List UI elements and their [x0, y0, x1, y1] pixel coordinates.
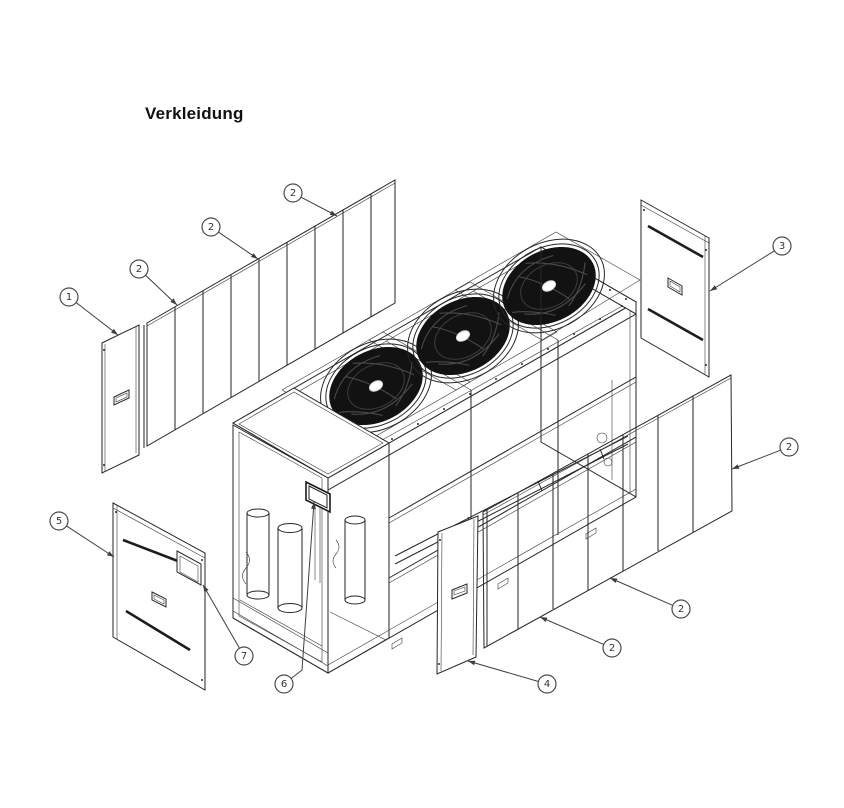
leader-line: [290, 501, 315, 679]
grille-division-lines: [174, 194, 372, 430]
right-end-door-panel: [640, 199, 710, 378]
callout-2: 2: [283, 183, 338, 217]
door-handle: [151, 591, 167, 608]
callout-2: 2: [609, 577, 691, 619]
leader-arrowhead: [203, 585, 209, 593]
leader-line: [145, 274, 178, 306]
callout-balloon: [537, 674, 557, 694]
callout-number: 6: [281, 679, 287, 690]
front-grille-panel: [482, 374, 733, 649]
rear-door-panel: [101, 324, 140, 474]
callout-number: 2: [609, 643, 615, 654]
callout-balloon: [129, 259, 149, 279]
compressor: [246, 508, 270, 600]
compressor: [277, 523, 303, 613]
callout-number: 1: [66, 292, 72, 303]
rear-grille-panel: [143, 179, 396, 448]
callout-number: 2: [678, 604, 684, 615]
pipe: [394, 435, 629, 565]
door-handle: [667, 277, 683, 296]
display-window: [176, 550, 202, 586]
callout-number: 2: [136, 264, 142, 275]
callout-balloon: [234, 646, 254, 666]
callout-1: 1: [59, 287, 119, 336]
grille-division-lines: [517, 396, 694, 629]
callout-balloon: [602, 638, 622, 658]
callout-2: 2: [201, 217, 259, 260]
compressor-enclosure: [231, 387, 391, 674]
callout-2: 2: [539, 616, 622, 658]
callout-2: 2: [129, 259, 178, 306]
door-handle: [451, 583, 468, 600]
leader-line: [709, 250, 775, 292]
control-box: [305, 480, 331, 514]
leader-arrowhead: [540, 617, 548, 622]
callout-7: 7: [202, 584, 254, 666]
callout-3: 3: [709, 236, 792, 292]
page-title: Verkleidung: [145, 104, 244, 123]
leader-arrowhead: [170, 298, 177, 305]
callout-balloon: [274, 674, 294, 694]
callout-5: 5: [49, 511, 115, 558]
callout-number: 7: [241, 651, 247, 662]
callout-2: 2: [731, 437, 799, 470]
front-door-panel: [436, 515, 479, 675]
leader-arrowhead: [111, 328, 118, 335]
callout-balloon: [49, 511, 69, 531]
leader-line: [75, 302, 119, 336]
callout-balloon: [283, 183, 303, 203]
leader-line: [218, 231, 259, 260]
leader-arrowhead: [106, 551, 114, 557]
door-handle: [113, 389, 130, 406]
callout-number: 2: [786, 442, 792, 453]
leader-arrowhead: [329, 210, 337, 216]
leader-line: [202, 584, 240, 649]
callout-balloon: [772, 236, 792, 256]
leader-arrowhead: [610, 578, 618, 583]
callout-balloon: [59, 287, 79, 307]
leader-arrowhead: [468, 660, 476, 666]
leader-line: [66, 525, 115, 558]
callout-balloon: [779, 437, 799, 457]
leader-line: [539, 616, 604, 645]
unit-frame: [388, 247, 637, 585]
callout-balloon: [201, 217, 221, 237]
callout-balloon: [671, 599, 691, 619]
callout-6: 6: [274, 501, 316, 694]
callout-layer: 1 2 2 2 3 2 2 2 4 5 6 7: [49, 183, 799, 694]
leader-arrowhead: [710, 285, 718, 291]
leader-line: [467, 660, 539, 682]
callout-number: 4: [544, 679, 550, 690]
leader-arrowhead: [250, 253, 258, 259]
compressor: [344, 515, 366, 605]
callout-number: 3: [779, 241, 785, 252]
leader-arrowhead: [732, 464, 740, 469]
leader-line: [609, 577, 673, 606]
leader-arrowhead: [311, 502, 316, 510]
callout-4: 4: [467, 660, 557, 694]
leader-line: [731, 449, 781, 470]
callout-number: 2: [208, 222, 214, 233]
piping: [239, 495, 387, 647]
callout-number: 5: [56, 516, 62, 527]
callout-number: 2: [290, 188, 296, 199]
main-unit: [231, 220, 641, 674]
left-end-door-panel: [112, 502, 206, 691]
base-rail: [232, 488, 637, 674]
